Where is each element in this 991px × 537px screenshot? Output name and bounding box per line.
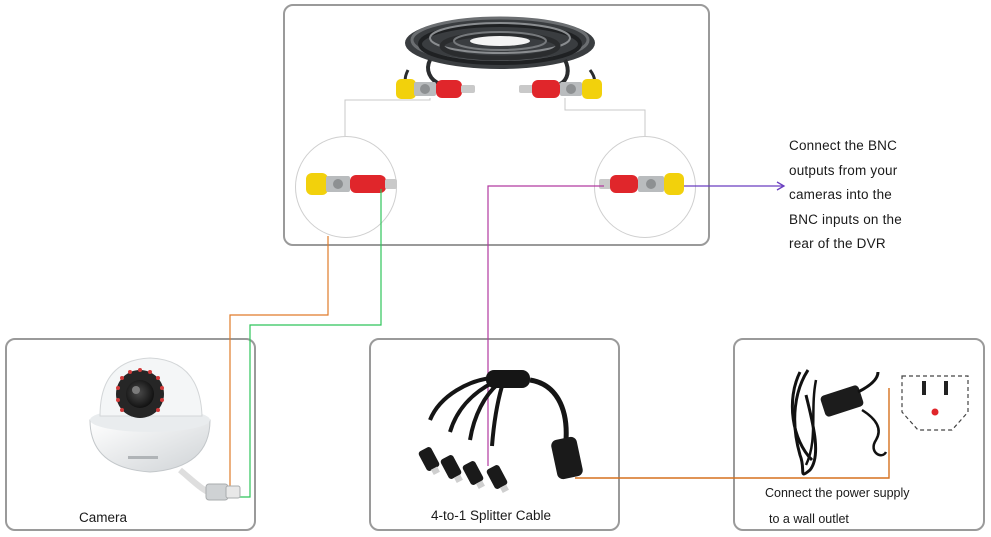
dome-camera-icon	[89, 357, 241, 501]
bnc-note-line: Connect the BNC	[789, 138, 898, 153]
bnc-connector-icon	[396, 79, 436, 99]
dc-plug-icon	[599, 175, 638, 193]
bnc-note-line: BNC inputs on the	[789, 211, 902, 227]
bnc-connector-icon	[306, 173, 350, 195]
bnc-instruction-note: Connect the BNC outputs from your camera…	[789, 134, 969, 257]
bnc-note-line: outputs from your	[789, 162, 898, 178]
power-label-line-1: Connect the power supply	[765, 486, 910, 500]
power-adapter-icon	[790, 369, 888, 476]
bnc-note-line: rear of the DVR	[789, 236, 886, 251]
splitter-cable-icon	[418, 370, 583, 494]
power-label-line-2: to a wall outlet	[769, 512, 849, 526]
dc-plug-icon	[350, 175, 397, 193]
bnc-note-line: cameras into the	[789, 187, 892, 202]
splitter-label: 4-to-1 Splitter Cable	[431, 508, 552, 523]
cable-coil-icon	[403, 16, 596, 88]
dc-plug-icon	[519, 80, 560, 98]
bnc-connector-icon	[560, 79, 602, 99]
power-panel	[733, 338, 985, 531]
camera-label: Camera	[79, 510, 128, 525]
dc-plug-icon	[436, 80, 475, 98]
wall-outlet-icon	[901, 375, 969, 431]
bnc-connector-icon	[638, 173, 684, 195]
